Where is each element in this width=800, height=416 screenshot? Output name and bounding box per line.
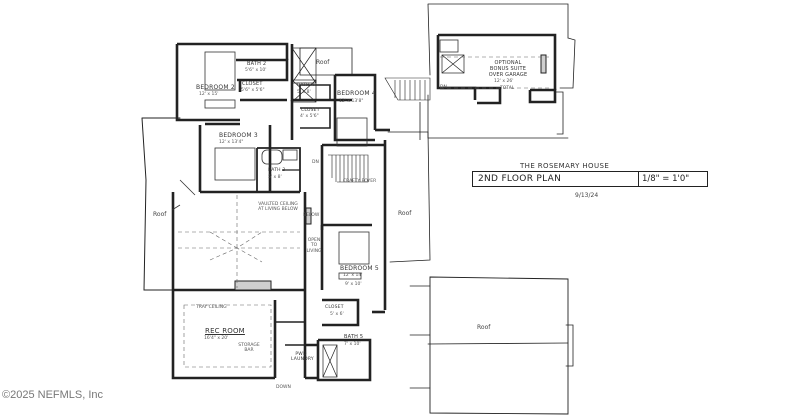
title-block-box xyxy=(472,171,708,187)
bath-4-label: Bath 4 xyxy=(297,83,315,88)
below-note: Below xyxy=(303,213,320,218)
bath-2-label: Bath 2 xyxy=(247,61,267,67)
bedroom-3-label: Bedroom 3 xyxy=(219,132,258,139)
bonus-suite-total: Total xyxy=(500,86,515,91)
bath-3-label: Bath 3 xyxy=(268,168,286,173)
bath-2-dim: 5'6" x 10' xyxy=(245,68,267,73)
roof-label-top: Roof xyxy=(316,59,330,66)
bedroom-5-dim2: 9' x 10' xyxy=(345,282,362,287)
roof-left-outline xyxy=(141,117,181,291)
title-block-divider xyxy=(638,171,640,187)
plan-title: 2nd Floor Plan xyxy=(478,174,562,184)
bath-5-dim: 7' x 10' xyxy=(344,342,361,347)
closet-5-label: Closet xyxy=(325,305,344,310)
powder-laundry-label: Pwd Laundry xyxy=(291,352,314,362)
crafty-foyer-label: Crafty Foyer xyxy=(343,179,377,184)
rec-room-label: Rec Room xyxy=(205,327,245,335)
bath-5-label: Bath 5 xyxy=(344,334,364,340)
dn-note-stair: DN xyxy=(312,160,319,165)
closet-2-label: Closet xyxy=(242,81,263,87)
copyright-watermark: ©2025 NEFMLS, Inc xyxy=(2,389,104,401)
bedroom-5-dim: 12' x 14' xyxy=(343,273,363,278)
bonus-suite-label: Optional Bonus Suite over Garage xyxy=(488,60,528,78)
vaulted-ceiling-note: Vaulted Ceiling at Living Below xyxy=(258,202,298,213)
storage-bar-note: Storage Bar xyxy=(238,343,260,354)
down-note: Down xyxy=(276,385,291,390)
closet-2-dim: 5'6" x 5'6" xyxy=(241,88,265,93)
bedroom-4-label: Bedroom 4 xyxy=(337,90,376,97)
bonus-suite-dim: 12' x 26' xyxy=(494,79,514,84)
closet-4-label: Closet xyxy=(301,108,320,113)
closet-5-dim: 5' x 6' xyxy=(330,312,344,317)
dn-note-bonus: DN xyxy=(440,85,447,90)
plan-scale: 1/8" = 1'0" xyxy=(642,174,690,184)
bedroom-3-dim: 12' x 13'4" xyxy=(219,140,244,145)
roof-label-bottom-right: Roof xyxy=(477,324,491,331)
plan-date: 9/13/24 xyxy=(575,192,599,199)
bath-3-dim: 5' x 8' xyxy=(268,175,282,180)
bedroom-2-dim: 12' x 15' xyxy=(199,92,219,97)
roof-label-left: Roof xyxy=(153,211,167,218)
bedroom-4-dim: 12' x 13'8" xyxy=(339,99,364,104)
bath-4-dim: 5' x 8' xyxy=(297,90,311,95)
closet-4-dim: 4' x 5'6" xyxy=(300,114,319,119)
open-to-living-note: Open to Living xyxy=(306,238,322,254)
bedroom-2-label: Bedroom 2 xyxy=(196,84,235,91)
project-name: The Rosemary House xyxy=(520,162,610,170)
rec-room-dim: 16'4" x 20' xyxy=(204,336,229,341)
bedroom-5-label: Bedroom 5 xyxy=(340,265,379,272)
tray-ceiling-note: Tray Ceiling xyxy=(196,305,227,310)
roof-label-right: Roof xyxy=(398,210,412,217)
